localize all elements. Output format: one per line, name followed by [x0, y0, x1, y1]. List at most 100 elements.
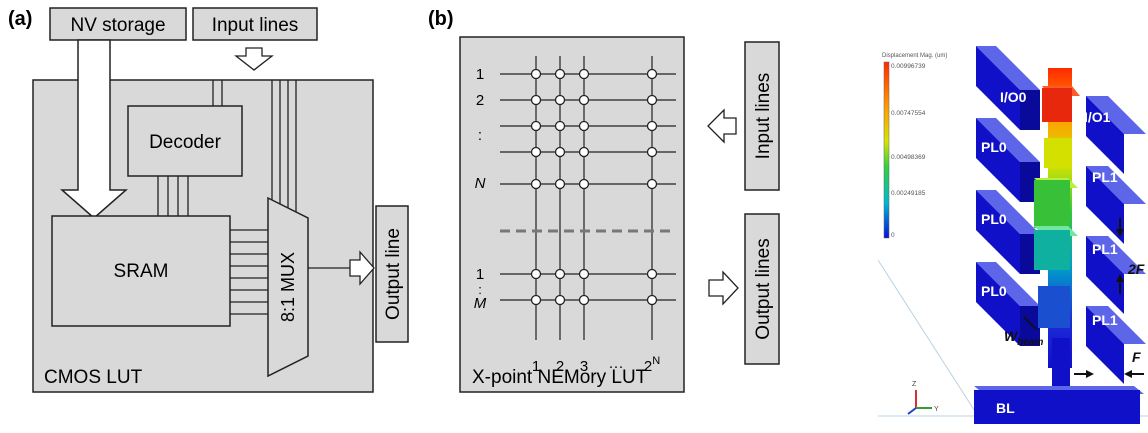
- panel-c-fem-render: (a) Displacement Mag. (um) 0.00996739 0.…: [878, 18, 1148, 433]
- svg-text:Y: Y: [934, 406, 939, 413]
- crosspoint-node: [530, 94, 542, 106]
- decoder-box: [127, 105, 243, 177]
- col-label-2n: 2N: [644, 355, 660, 375]
- output-lines-right-arrow: [708, 270, 739, 306]
- pl1-label: PL1: [1092, 241, 1118, 257]
- input-lines-text: Input lines: [212, 15, 299, 36]
- crosspoint-node: [554, 178, 566, 190]
- movable-electrode-label: electrode: [1074, 41, 1136, 57]
- input-lines-text-b: Input lines: [753, 73, 774, 160]
- crosspoint-node: [554, 146, 566, 158]
- sram-box: [51, 215, 231, 327]
- crosspoint-node: [530, 178, 542, 190]
- legend-title: Displacement Mag. (um): [882, 53, 947, 59]
- col-label: 2: [556, 358, 564, 375]
- f-arrowhead: [1124, 370, 1132, 378]
- legend-tick: 0.00996739: [891, 63, 926, 70]
- f-arrowhead: [1086, 370, 1094, 378]
- movable-electrode-arrowhead: [1054, 56, 1062, 66]
- pl0-label: PL0: [981, 211, 1007, 227]
- nv-storage-down-arrow: [60, 39, 128, 219]
- crosspoint-node: [646, 294, 658, 306]
- mux-text: 8:1 MUX: [278, 252, 298, 322]
- legend-tick: 0.00498369: [891, 154, 926, 161]
- axis-triad: Z Y: [907, 381, 939, 415]
- pl1-label: PL1: [1092, 169, 1118, 185]
- row-label: :: [478, 282, 482, 297]
- io1-label: I/O1: [1084, 109, 1111, 125]
- pl1-label: PL1: [1092, 312, 1118, 328]
- io0-label: I/O0: [1000, 89, 1027, 105]
- wbeam-arrow: [1023, 316, 1037, 330]
- output-line-box-svg: Output line: [375, 205, 409, 343]
- movable-electrode-label: Movable: [1074, 27, 1130, 43]
- col-label: 3: [580, 358, 588, 375]
- output-lines-text-b: Output lines: [753, 238, 774, 339]
- legend-tick: 0: [891, 232, 895, 239]
- input-lines-left-arrow: [707, 108, 737, 144]
- decoder-text: Decoder: [149, 132, 221, 153]
- crosspoint-node: [530, 120, 542, 132]
- input-lines-box-b: [744, 41, 780, 191]
- cmos-wiring: [157, 80, 350, 315]
- movable-beam: [1034, 68, 1080, 388]
- wbeam-label: Wbeam: [1004, 328, 1043, 348]
- panel-a-label: (a): [8, 8, 32, 30]
- row-label: 1: [476, 266, 484, 283]
- crosspoint-node: [646, 268, 658, 280]
- output-line-text: Output line: [383, 228, 404, 320]
- crosspoint-node: [578, 268, 590, 280]
- output-line-arrow: [349, 250, 375, 286]
- crosspoint-node: [554, 268, 566, 280]
- panel-b-label: (b): [428, 8, 454, 30]
- pl0-label: PL0: [981, 139, 1007, 155]
- right-electrode-blocks: [1086, 96, 1146, 384]
- nv-storage-box: [49, 7, 187, 41]
- cmos-lut-text: CMOS LUT: [44, 367, 143, 388]
- crosspoint-node: [646, 178, 658, 190]
- output-lines-box-b: [744, 213, 780, 365]
- f-label: F: [1132, 349, 1141, 365]
- crosspoint-node: [646, 146, 658, 158]
- crosspoint-node: [554, 294, 566, 306]
- crosspoint-node: [578, 68, 590, 80]
- legend-tick: 0.00747554: [891, 110, 926, 117]
- crosspoint-node: [646, 120, 658, 132]
- panel-c-label: (a): [908, 23, 926, 40]
- crosspoint-node: [646, 94, 658, 106]
- crosspoint-node: [554, 120, 566, 132]
- two-f-label: 2F: [1127, 261, 1145, 277]
- two-f-arrowhead: [1116, 274, 1124, 282]
- panel-a-cmos-lut: (a) NV storage Input lines Decoder SRAM …: [8, 7, 375, 393]
- row-label: N: [475, 175, 486, 192]
- crosspoint-node: [578, 294, 590, 306]
- nv-storage-text: NV storage: [70, 15, 165, 36]
- two-f-arrowhead: [1116, 229, 1124, 237]
- row-label: 2: [476, 92, 484, 109]
- mux-shape: [267, 196, 309, 378]
- crosspoint-node: [530, 268, 542, 280]
- legend-colorbar: [883, 61, 890, 239]
- crosspoint-node: [530, 294, 542, 306]
- input-lines-down-arrow: [234, 47, 274, 71]
- bitline-block: [974, 386, 1144, 424]
- crosspoint-node: [530, 68, 542, 80]
- panel-b-xpoint-lut: (b) 1 2 : N 1 : M 1 2 3 ··· 2N X-point N…: [428, 8, 780, 393]
- output-line-box: [375, 205, 409, 343]
- pl0-label: PL0: [981, 283, 1007, 299]
- crosspoint-node: [578, 94, 590, 106]
- row-label: 1: [476, 66, 484, 83]
- col-label: ···: [609, 358, 624, 375]
- legend-tick: 0.00249185: [891, 190, 926, 197]
- crosspoint-node: [646, 68, 658, 80]
- row-label: M: [474, 295, 487, 312]
- svg-text:Z: Z: [912, 381, 917, 388]
- crossbar-grid: [500, 56, 676, 340]
- xpoint-lut-box: [459, 36, 685, 393]
- sram-text: SRAM: [114, 261, 169, 282]
- crosspoint-node: [554, 94, 566, 106]
- crosspoint-node: [530, 146, 542, 158]
- row-label: :: [478, 127, 482, 144]
- bl-label: BL: [996, 400, 1015, 416]
- crosspoint-node: [578, 178, 590, 190]
